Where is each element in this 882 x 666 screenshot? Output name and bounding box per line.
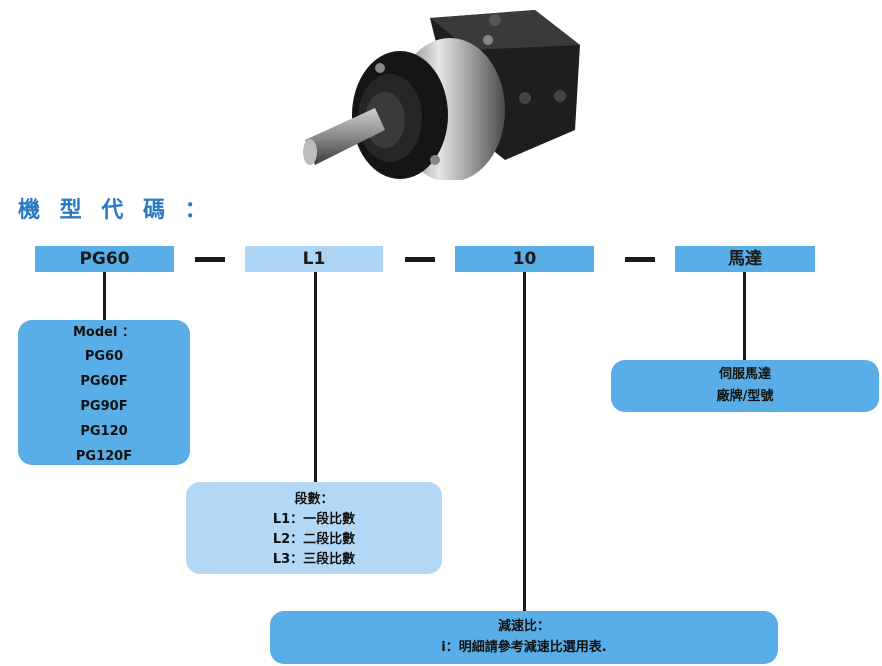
ratio-info-box: 減速比： i：明細請參考減速比選用表. [270, 611, 778, 664]
code-ratio: 10 [455, 246, 594, 272]
model-item: PG120 [80, 424, 128, 439]
model-item: PG120F [75, 449, 133, 464]
stage-options-box: 段數： L1：一段比數 L2：二段比數 L3：三段比數 [186, 482, 442, 574]
code-separator [405, 257, 435, 262]
stage-item: L3：三段比數 [272, 552, 356, 567]
code-stage: L1 [245, 246, 383, 272]
ratio-note: i：明細請參考減速比選用表. [441, 640, 607, 655]
code-separator [195, 257, 225, 262]
model-options-box: Model ： PG60 PG60F PG90F PG120 PG120F [18, 320, 190, 465]
stage-item: L1：一段比數 [272, 512, 356, 527]
connector-line [314, 272, 317, 482]
code-separator [625, 257, 655, 262]
motor-line: 伺服馬達 [718, 367, 771, 382]
code-motor: 馬達 [675, 246, 815, 272]
page-title: 機 型 代 碼 ： [18, 198, 213, 223]
motor-line: 廠牌/型號 [716, 389, 774, 404]
stage-item: L2：二段比數 [272, 532, 356, 547]
ratio-heading: 減速比： [497, 619, 550, 634]
model-heading: Model ： [73, 325, 135, 340]
motor-info-box: 伺服馬達 廠牌/型號 [611, 360, 879, 412]
code-model: PG60 [35, 246, 174, 272]
connector-line [523, 272, 526, 612]
connector-line [103, 272, 106, 320]
model-item: PG60F [80, 374, 128, 389]
gearbox-product-image [303, 10, 580, 180]
connector-line [743, 272, 746, 360]
model-item: PG60 [84, 349, 124, 364]
model-item: PG90F [80, 399, 128, 414]
stage-heading: 段數： [294, 492, 334, 507]
